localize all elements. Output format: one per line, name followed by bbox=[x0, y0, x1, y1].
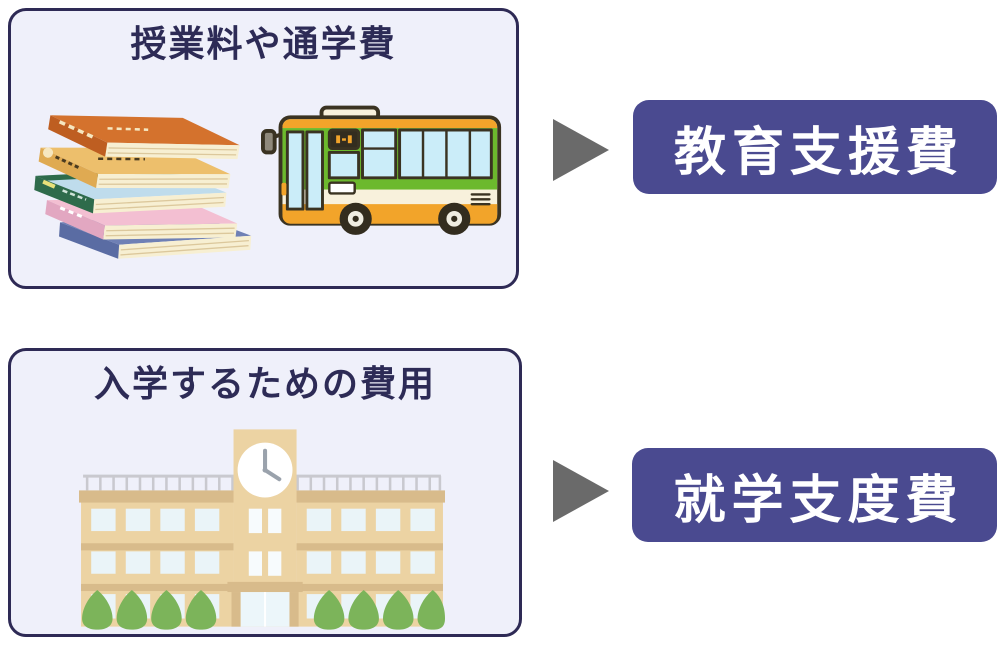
card-tuition-commuting: 授業料や通学費 bbox=[8, 8, 519, 289]
school-icon bbox=[79, 423, 445, 632]
arrow-right-icon bbox=[553, 119, 609, 181]
result-badge-school-preparation: 就学支度費 bbox=[632, 448, 997, 542]
result-badge-education-support: 教育支援費 bbox=[633, 100, 997, 194]
card-enrollment-costs: 入学するための費用 bbox=[8, 348, 522, 637]
bus-icon bbox=[261, 103, 505, 239]
arrow-right-icon bbox=[553, 460, 609, 522]
card-title: 授業料や通学費 bbox=[130, 23, 397, 64]
books-icon bbox=[29, 91, 255, 261]
card-title: 入学するための費用 bbox=[93, 363, 436, 404]
